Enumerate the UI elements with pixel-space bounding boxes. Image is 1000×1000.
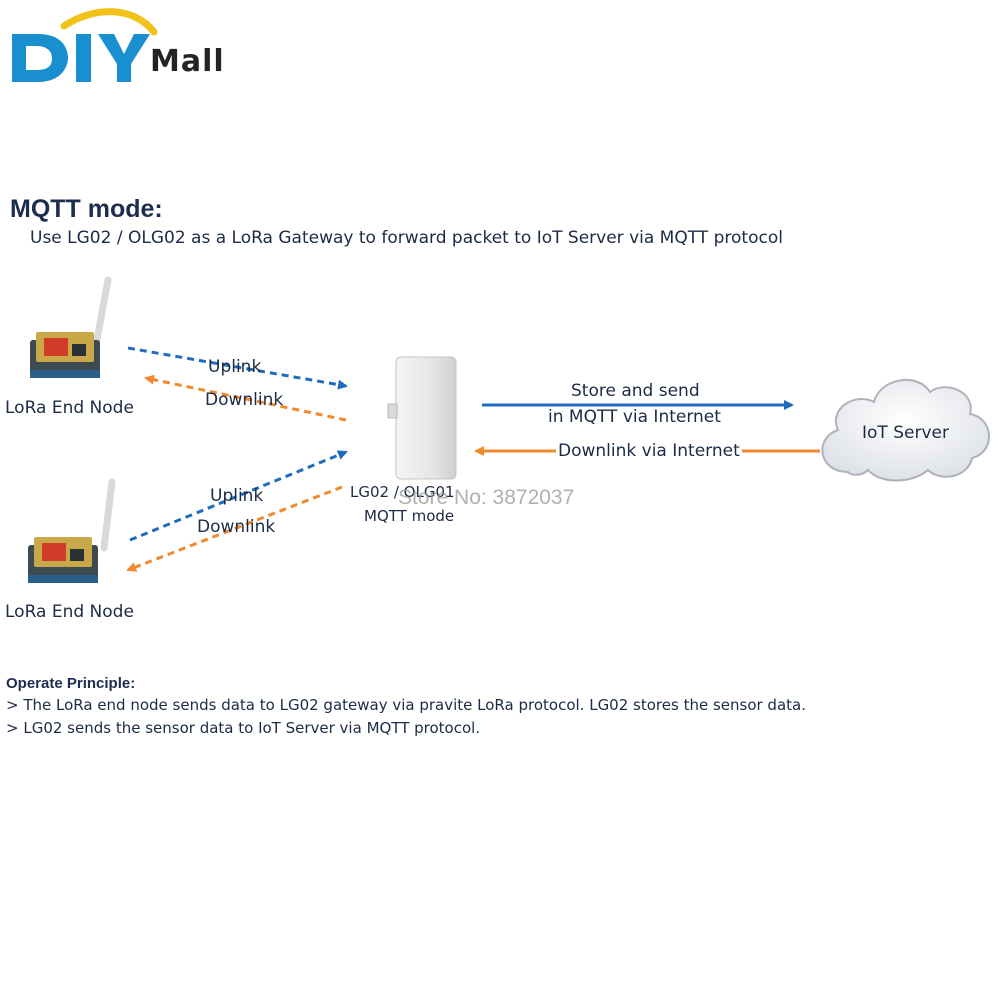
downlink-arrow-1: [144, 374, 347, 422]
diymall-logo: [12, 8, 158, 82]
store-send-label-line1: Store and send: [571, 381, 700, 401]
lora-board-icon: [28, 478, 116, 583]
mqtt-diagram: [28, 276, 990, 583]
logo-mall-text: Mall: [150, 44, 225, 79]
principle-bullet: > The LoRa end node sends data to LG02 g…: [6, 696, 806, 714]
uplink-arrow-1: [127, 346, 348, 390]
gateway-mode: MQTT mode: [364, 507, 455, 525]
page-subtitle: Use LG02 / OLG02 as a LoRa Gateway to fo…: [30, 228, 783, 248]
end-node-label: LoRa End Node: [5, 602, 134, 622]
iot-server-label: IoT Server: [862, 423, 949, 443]
store-watermark: Store No: 3872037: [398, 486, 575, 509]
downlink-internet-label: Downlink via Internet: [556, 441, 742, 461]
store-send-label-line2: in MQTT via Internet: [548, 407, 721, 427]
uplink-arrow-2: [129, 450, 348, 542]
gateway-name: LG02 / OLG01: [350, 483, 455, 501]
end-node-label: LoRa End Node: [5, 398, 134, 418]
uplink-label: Uplink: [210, 486, 264, 506]
cloud-icon: [821, 378, 990, 482]
principle-title: Operate Principle:: [6, 675, 136, 692]
downlink-label: Downlink: [197, 517, 276, 537]
lora-board-icon: [30, 276, 112, 378]
principle-bullet: > LG02 sends the sensor data to IoT Serv…: [6, 719, 481, 737]
downlink-label: Downlink: [205, 390, 284, 410]
page-title: MQTT mode:: [10, 195, 163, 223]
uplink-label: Uplink: [208, 357, 262, 377]
gateway-device-icon: [387, 356, 457, 480]
downlink-arrow-2: [126, 485, 343, 572]
